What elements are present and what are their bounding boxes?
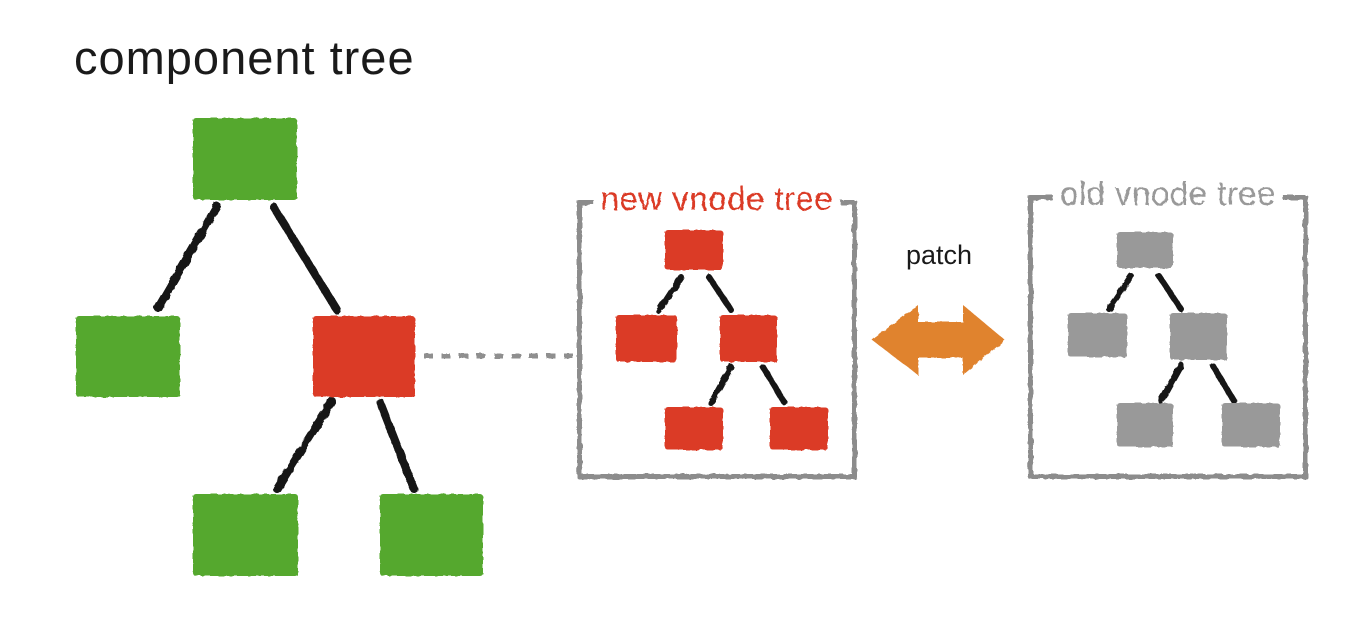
new-vnode-node-child-right	[720, 315, 777, 362]
old-vnode-tree-panel: old vnode tree	[1028, 175, 1308, 479]
old-vnode-node-root	[1117, 232, 1173, 268]
component-node-root	[193, 118, 297, 200]
old-vnode-node-child-right	[1170, 313, 1227, 360]
patch-label: patch	[905, 240, 973, 270]
component-node-child-left	[76, 316, 180, 397]
component-edge-root-right	[269, 202, 341, 314]
component-node-child-right-changed	[313, 316, 415, 397]
component-node-grandchild-left	[193, 494, 298, 576]
old-vnode-node-child-left	[1068, 313, 1127, 357]
new-vnode-tree-label: new vnode tree	[593, 180, 841, 219]
old-vnode-node-grandchild-right	[1222, 403, 1280, 447]
component-edge-root-left	[154, 202, 221, 312]
new-vnode-node-grandchild-right	[770, 407, 828, 450]
old-vnode-tree-label: old vnode tree	[1052, 175, 1284, 214]
old-vnode-node-grandchild-left	[1117, 403, 1173, 447]
new-vnode-node-grandchild-left	[665, 407, 723, 450]
component-edge-right-grandleft	[273, 397, 336, 493]
new-vnode-node-root	[665, 230, 723, 270]
double-arrow-shape	[872, 305, 1005, 375]
new-vnode-tree-panel: new vnode tree	[577, 180, 857, 479]
component-node-grandchild-right	[380, 494, 483, 576]
patch-arrow-icon	[872, 305, 1005, 375]
component-edge-right-grandright	[376, 398, 418, 493]
page-title: component tree	[74, 31, 415, 84]
new-vnode-node-child-left	[616, 315, 677, 362]
